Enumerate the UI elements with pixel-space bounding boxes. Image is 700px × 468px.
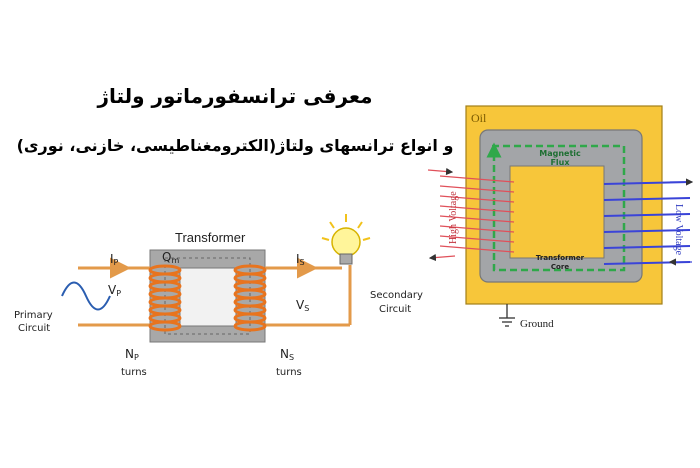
primary-coil [148, 264, 182, 332]
magnetic-flux-path [486, 142, 626, 272]
transformer-core-label-1: Transformer [536, 254, 585, 262]
secondary-coil [233, 264, 267, 332]
light-bulb-icon [321, 214, 371, 265]
core-window [509, 165, 605, 259]
right-transformer-diagram: Oil Magnetic Flux Transformer Core [427, 105, 694, 330]
left-transformer-diagram: Transformer [14, 214, 423, 378]
transformer-core-label-2: Core [551, 263, 569, 271]
transformer-heading: Transformer [175, 230, 246, 245]
high-voltage-winding [439, 175, 515, 253]
flux-label: Qm [162, 250, 179, 265]
magnetic-flux-label-1: Magnetic [539, 149, 581, 158]
title-line-1: معرفی ترانسفورماتور ولتاژ [97, 84, 373, 108]
secondary-circuit-label-2: Circuit [379, 304, 411, 315]
magnetic-flux-label-2: Flux [550, 158, 570, 167]
core-window [179, 267, 237, 327]
secondary-turns-word: turns [276, 367, 302, 378]
low-voltage-label: Low Voltage [673, 204, 684, 256]
primary-current-label: IP [110, 252, 119, 267]
ground-icon [499, 304, 515, 327]
oil-label: Oil [471, 111, 487, 125]
core-flux-path [164, 257, 251, 335]
ground-label: Ground [520, 318, 554, 330]
hv-input-arrow [427, 167, 454, 176]
secondary-current-label: IS [296, 252, 305, 267]
hv-output-arrow [428, 253, 456, 262]
secondary-voltage-label: VS [296, 298, 309, 313]
primary-voltage-label: VP [108, 283, 121, 298]
primary-turns-label: NP [125, 347, 139, 362]
secondary-turns-label: NS [280, 347, 294, 362]
primary-turns-word: turns [121, 367, 147, 378]
primary-circuit-label-2: Circuit [18, 323, 50, 334]
secondary-circuit-label-1: Secondary [370, 290, 423, 301]
ac-source-sine-icon [61, 281, 111, 311]
primary-circuit-label-1: Primary [14, 310, 53, 321]
high-voltage-label: High Voltage [448, 191, 459, 244]
title-line-2: و انواع ترانسهای ولتاژ(الکترومغناطیسی، خ… [16, 136, 454, 155]
